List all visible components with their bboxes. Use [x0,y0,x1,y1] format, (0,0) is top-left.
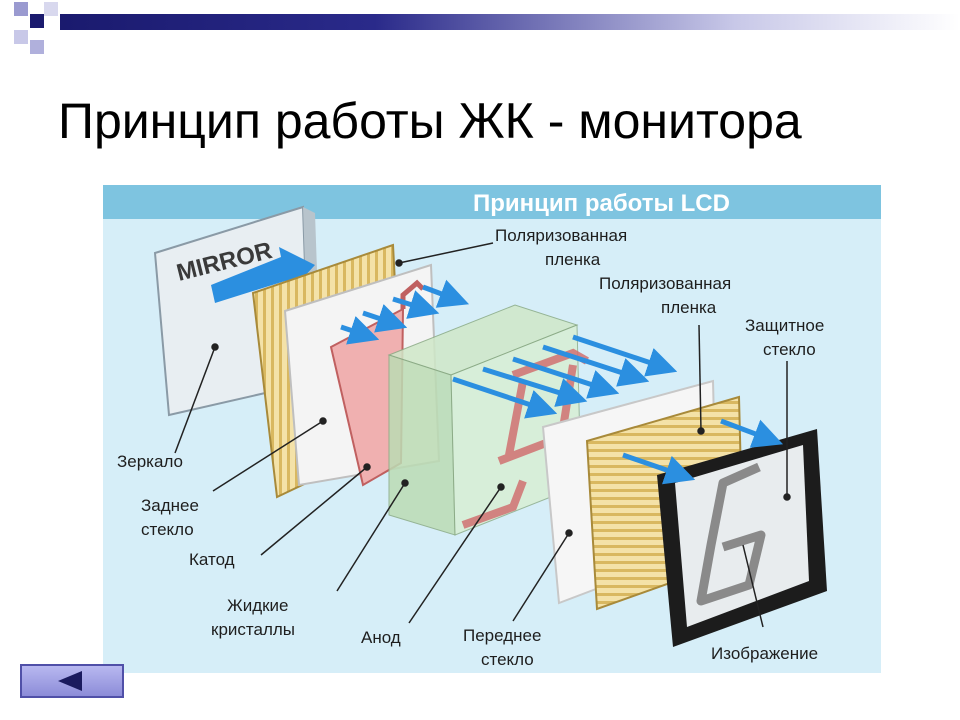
label-image: Изображение [711,644,818,663]
previous-slide-button[interactable] [20,664,124,698]
label-mirror: Зеркало [117,452,183,471]
digit-six-image [696,462,766,606]
label-protective-glass: Защитное стекло [745,316,829,359]
label-polarizing-film-back: Поляризованная пленка [495,226,632,269]
light-arrows [340,279,784,485]
label-polarizing-film-front: Поляризованная пленка [599,274,736,317]
anode-segments [461,348,589,529]
decoration-square [14,2,28,16]
decoration-square [30,40,44,54]
decoration-square [14,30,28,44]
decoration-square [30,14,44,28]
lcd-diagram: Принцип работы LCD MIRROR [103,185,881,673]
display-frame [657,429,827,647]
diagram-header-band [103,185,881,219]
triangle-left-icon [58,671,82,691]
label-anode: Анод [361,628,401,647]
label-front-glass: Переднее стекло [463,626,546,669]
decoration-square [44,2,58,16]
title-decoration-bar [60,14,960,30]
label-back-glass: Заднее стекло [141,496,204,539]
slide-title: Принцип работы ЖК - монитора [58,93,802,149]
label-cathode: Катод [189,550,235,569]
label-liquid-crystals: Жидкие кристаллы [211,596,295,639]
leader-lines [174,242,791,628]
diagram-header: Принцип работы LCD [473,190,730,217]
